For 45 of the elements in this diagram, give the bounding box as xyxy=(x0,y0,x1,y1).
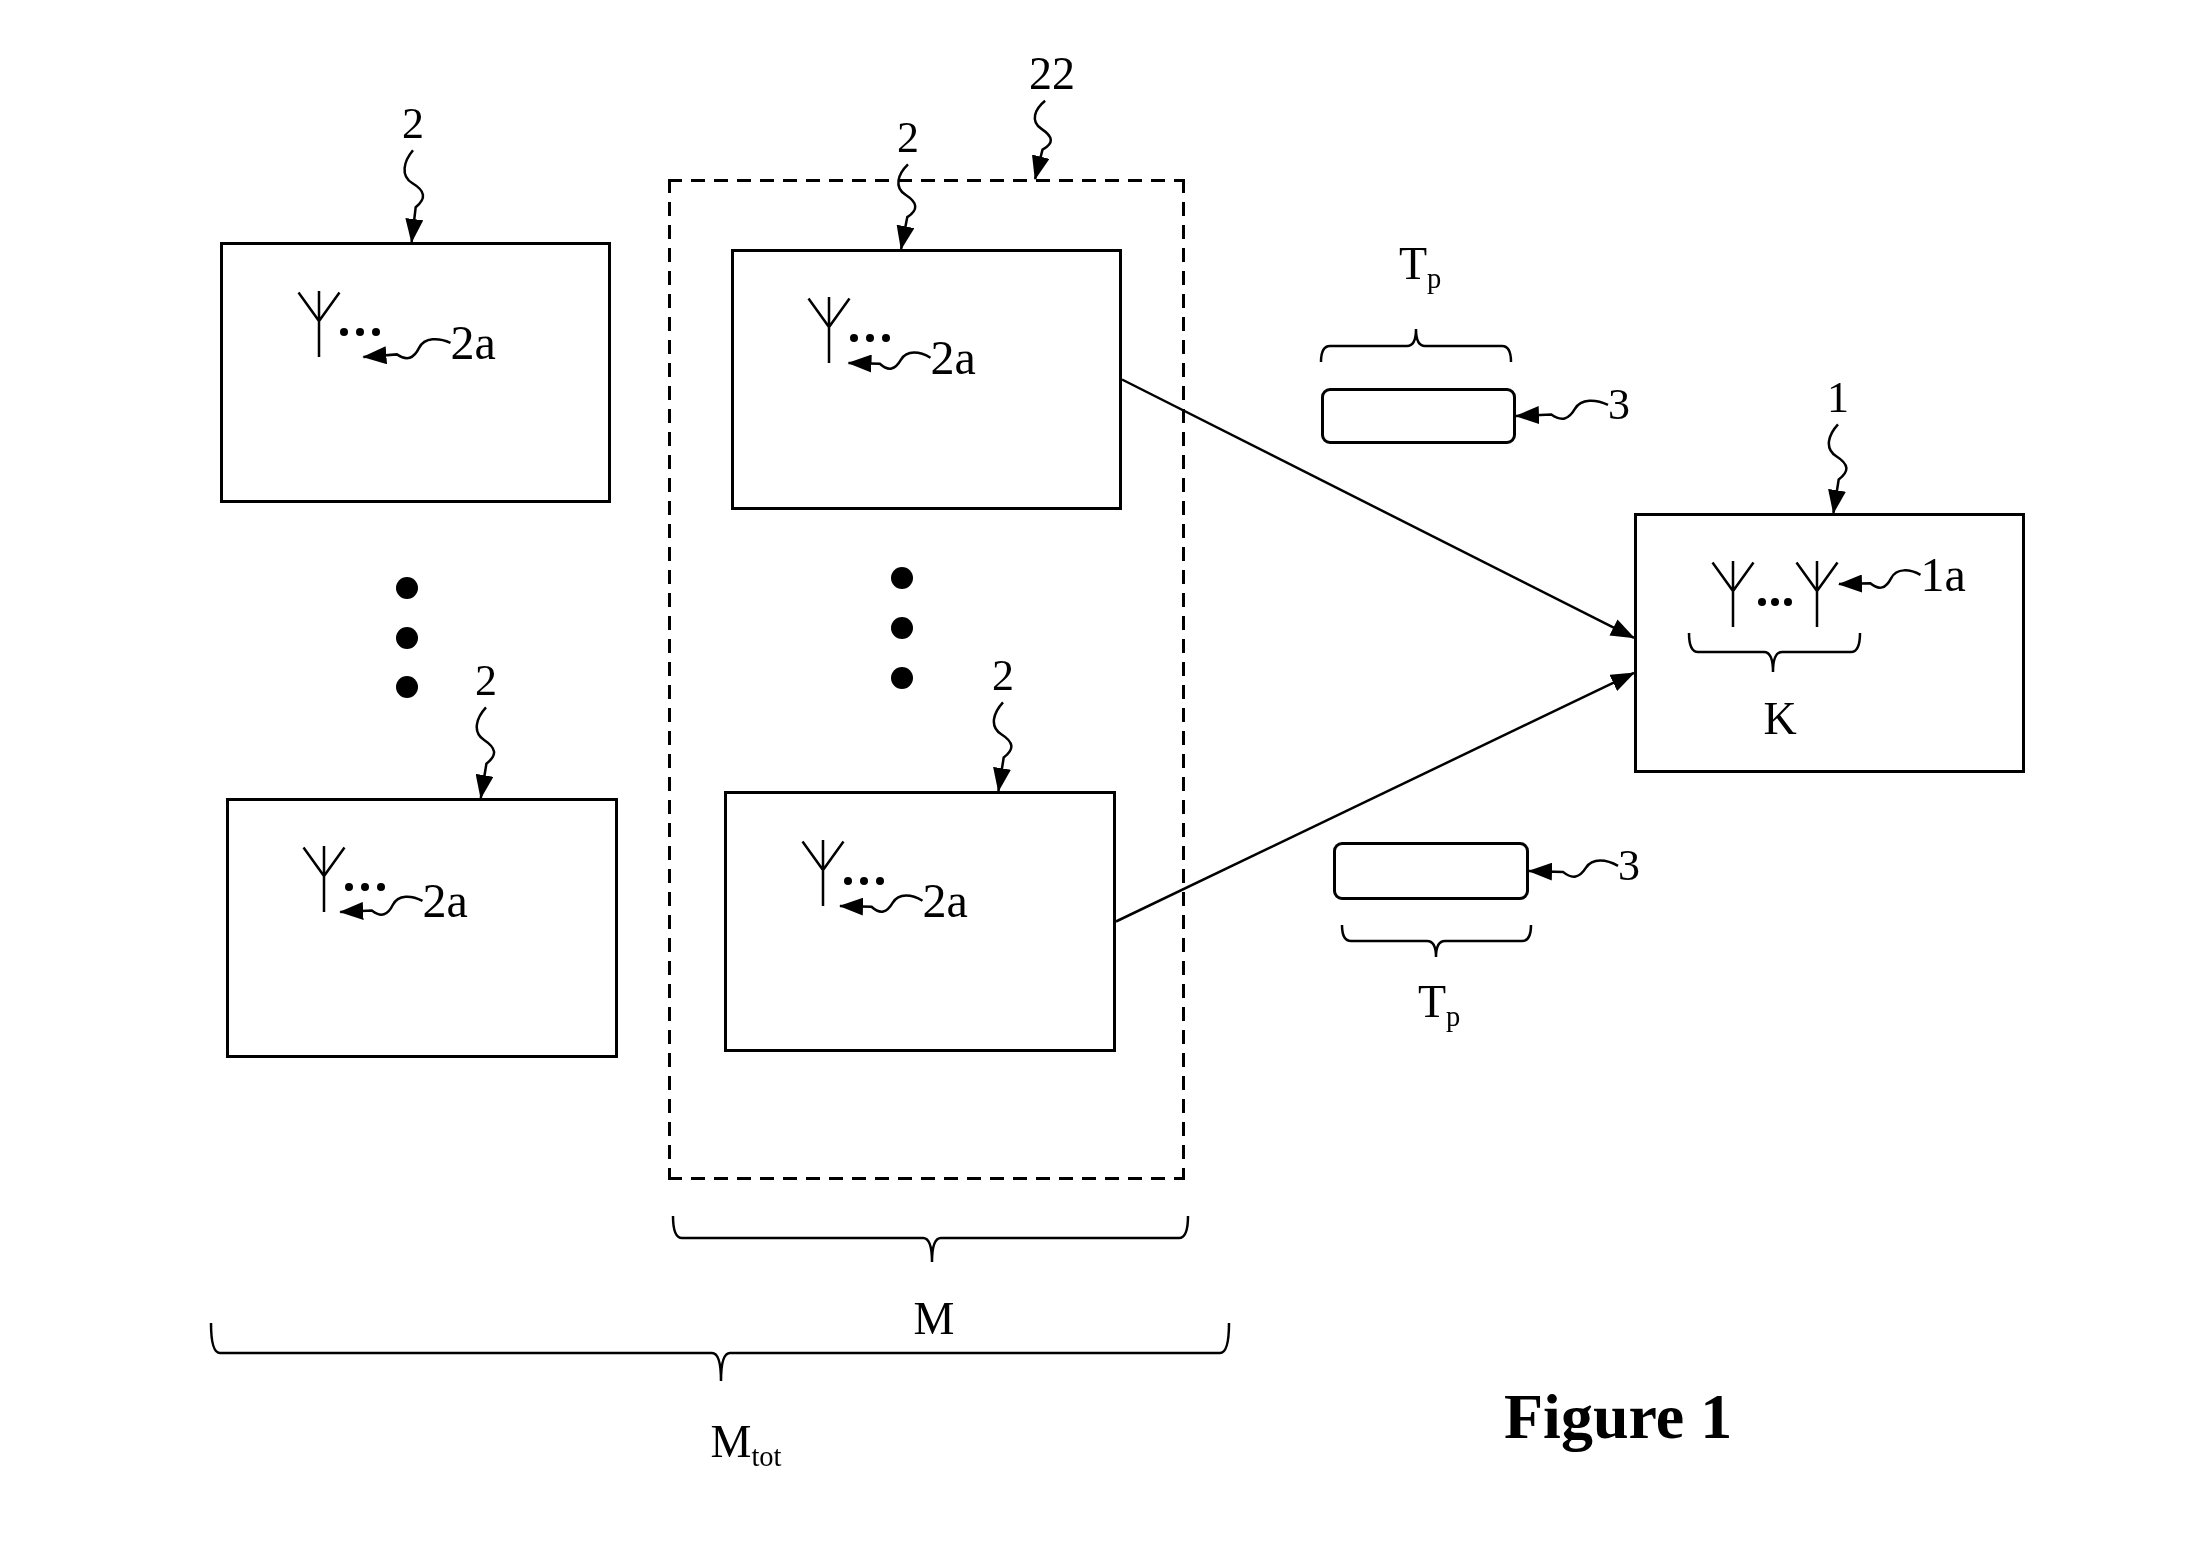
arrow xyxy=(1115,671,1635,923)
antenna-icon xyxy=(302,846,385,912)
reference-numeral: 2a xyxy=(450,314,496,372)
duration-label: T$_{p}$ xyxy=(1399,237,1442,296)
brace-label: M xyxy=(913,1291,955,1346)
device-box xyxy=(1634,513,2025,773)
leader-line xyxy=(1827,423,1848,514)
reference-numeral: 2 xyxy=(475,654,497,708)
leader-line xyxy=(1515,399,1609,425)
figure-caption: Figure 1 xyxy=(1504,1379,1733,1454)
leader-line xyxy=(403,149,425,243)
reference-numeral: 2 xyxy=(992,649,1014,703)
reference-numeral: 2a xyxy=(422,872,468,930)
dashed-group-box xyxy=(668,179,1185,1180)
leader-line xyxy=(362,338,451,365)
leader-line xyxy=(839,894,924,916)
antenna-array-icon xyxy=(1711,561,1839,627)
antenna-icon xyxy=(297,291,380,357)
leader-line xyxy=(1032,99,1052,180)
device-box xyxy=(220,242,611,503)
antenna-icon xyxy=(807,297,890,363)
reference-numeral: 1 xyxy=(1827,371,1849,425)
reference-numeral: 2 xyxy=(402,97,424,151)
reference-numeral: 3 xyxy=(1608,378,1630,432)
brace-label: K xyxy=(1763,691,1797,746)
reference-numeral: 2a xyxy=(922,872,968,930)
leader-line xyxy=(896,163,917,250)
reference-numeral: 3 xyxy=(1618,839,1640,893)
leader-line xyxy=(1838,569,1922,593)
device-box xyxy=(226,798,618,1058)
duration-label: T$_{p}$ xyxy=(1418,975,1461,1034)
arrow xyxy=(1121,378,1635,639)
reference-numeral: 2 xyxy=(897,111,919,165)
device-box xyxy=(724,791,1116,1052)
antenna-icon xyxy=(801,840,884,906)
brace-label: M$_{tot}$ xyxy=(710,1415,782,1474)
reference-numeral: 2a xyxy=(930,329,976,387)
packet-box xyxy=(1321,388,1516,444)
reference-numeral: 22 xyxy=(1029,45,1075,101)
device-box xyxy=(731,249,1122,510)
leader-line xyxy=(992,701,1013,792)
packet-box xyxy=(1333,842,1529,900)
reference-numeral: 1a xyxy=(1920,546,1966,604)
leader-line xyxy=(475,706,496,799)
leader-line xyxy=(847,351,932,373)
